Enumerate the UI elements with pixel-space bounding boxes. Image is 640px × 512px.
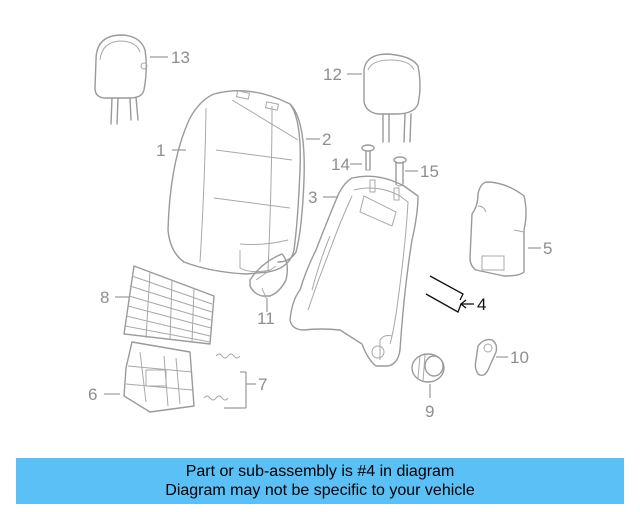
callout-6: 6 — [88, 385, 97, 404]
callout-13: 13 — [171, 48, 190, 67]
callout-12: 12 — [323, 65, 342, 84]
banner-line-part: Part or sub-assembly is #4 in diagram — [185, 463, 455, 480]
callout-5: 5 — [543, 239, 552, 258]
seat-back-parts-diagram: 13 1 2 12 14 — [88, 34, 552, 421]
part-10-lever — [474, 338, 498, 377]
callout-2: 2 — [322, 130, 331, 149]
part-3-seat-back-frame — [289, 175, 419, 367]
part-2-seat-back-cover — [239, 103, 305, 273]
part-8-spring-mat — [123, 265, 215, 345]
callout-7: 7 — [258, 375, 267, 394]
leader-4-arrow — [459, 299, 467, 309]
part-4-rods — [425, 275, 464, 313]
callout-15: 15 — [420, 162, 439, 181]
part-14-bolt — [361, 144, 375, 171]
callout-10: 10 — [510, 348, 529, 367]
callout-1: 1 — [156, 141, 165, 160]
part-1-seat-back-cushion — [167, 89, 301, 275]
part-13-headrest — [94, 34, 148, 125]
part-12-headrest — [363, 53, 421, 143]
callout-8: 8 — [100, 288, 109, 307]
part-11-hinge-cover — [249, 253, 289, 299]
part-6-lumbar-support — [123, 341, 195, 413]
callout-4: 4 — [477, 295, 486, 314]
part-9-recliner-knob — [411, 353, 445, 383]
callout-14: 14 — [331, 155, 350, 174]
info-banner: Part or sub-assembly is #4 in diagram Di… — [16, 458, 624, 504]
part-7-springs — [203, 353, 247, 409]
callout-11: 11 — [257, 309, 275, 328]
callout-3: 3 — [308, 188, 317, 207]
part-5-back-panel — [469, 181, 527, 277]
banner-line-disclaimer: Diagram may not be specific to your vehi… — [165, 482, 475, 499]
callout-9: 9 — [425, 402, 434, 421]
